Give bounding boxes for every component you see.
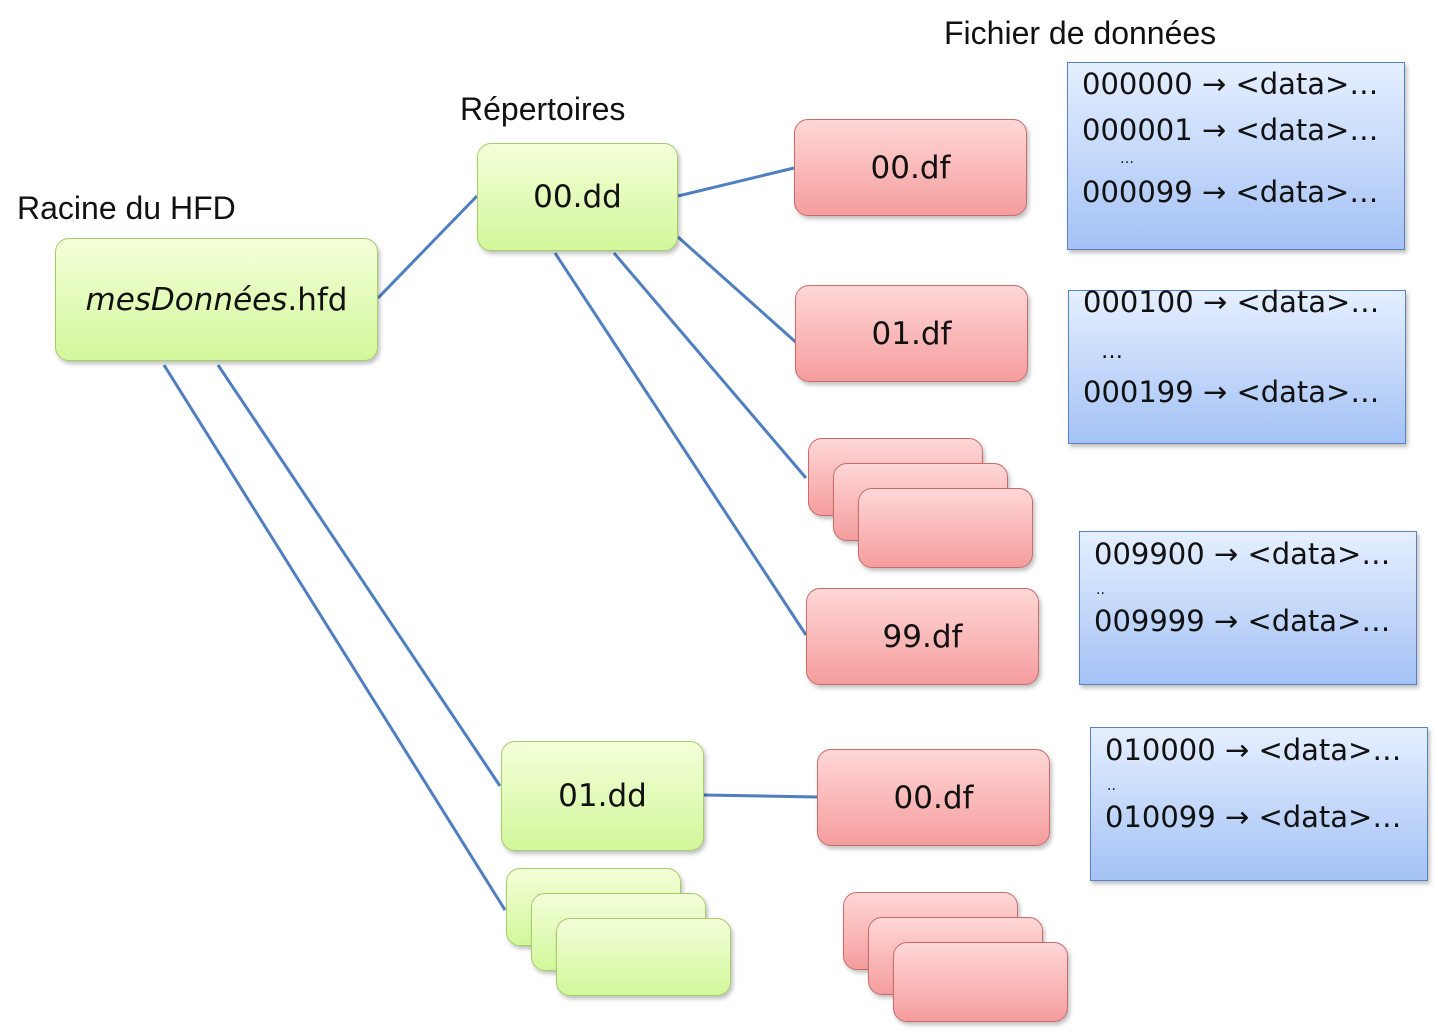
heading-datafiles: Fichier de données xyxy=(944,15,1217,51)
record-line: 010099 → <data>… xyxy=(1105,800,1402,834)
directory-label: 01.dd xyxy=(558,778,647,814)
records-box-01dd-00df: 010000 → <data>… .. 010099 → <data>… xyxy=(1090,727,1428,881)
record-line: 009900 → <data>… xyxy=(1094,537,1391,571)
datafile-stack-card xyxy=(858,488,1033,568)
records-box-01df: 000100 → <data>… … 000199 → <data>… xyxy=(1068,285,1406,444)
link-root-to-more-dirs xyxy=(162,364,507,911)
link-00dd-to-01df xyxy=(677,235,819,364)
heading-directories: Répertoires xyxy=(460,91,626,127)
root-node: mesDonnées.hfd xyxy=(55,238,378,361)
link-root-to-00dd xyxy=(376,194,479,300)
record-line: 000001 → <data>… xyxy=(1082,113,1379,147)
directory-00dd: 00.dd xyxy=(477,143,678,251)
datafile-01df: 01.df xyxy=(795,285,1028,382)
link-00dd-to-more-files xyxy=(612,252,808,479)
record-line: 000100 → <data>… xyxy=(1083,285,1380,319)
directory-01dd: 01.dd xyxy=(501,741,704,851)
record-ellipsis: .. xyxy=(1096,582,1105,598)
datafile-label: 99.df xyxy=(882,618,963,655)
record-line: 000199 → <data>… xyxy=(1083,375,1380,409)
directory-label: 00.dd xyxy=(533,179,622,215)
datafile-01dd-00df: 00.df xyxy=(817,749,1050,846)
datafile-label: 01.df xyxy=(871,315,952,352)
link-01dd-to-00df xyxy=(703,793,818,799)
record-ellipsis: … xyxy=(1120,151,1134,167)
datafile-00df: 00.df xyxy=(794,119,1027,216)
link-00dd-to-99df xyxy=(553,252,808,636)
record-line: 000000 → <data>… xyxy=(1082,67,1379,101)
record-ellipsis: … xyxy=(1101,339,1123,364)
datafile-label: 00.df xyxy=(893,779,974,816)
record-line: 010000 → <data>… xyxy=(1105,733,1402,767)
directory-stack-card xyxy=(556,918,731,996)
link-00dd-to-00df xyxy=(677,166,795,198)
records-box-00df: 000000 → <data>… 000001 → <data>… … 0000… xyxy=(1067,62,1405,250)
record-line: 009999 → <data>… xyxy=(1094,604,1391,638)
records-box-99df: 009900 → <data>… .. 009999 → <data>… xyxy=(1079,531,1417,685)
heading-root: Racine du HFD xyxy=(17,190,236,226)
link-root-to-01dd xyxy=(216,364,502,787)
datafile-label: 00.df xyxy=(870,149,951,186)
datafile-99df: 99.df xyxy=(806,588,1039,685)
datafile-stack-card xyxy=(893,942,1068,1022)
root-node-label: mesDonnées.hfd xyxy=(85,281,348,318)
record-line: 000099 → <data>… xyxy=(1082,175,1379,209)
record-ellipsis: .. xyxy=(1107,778,1116,794)
